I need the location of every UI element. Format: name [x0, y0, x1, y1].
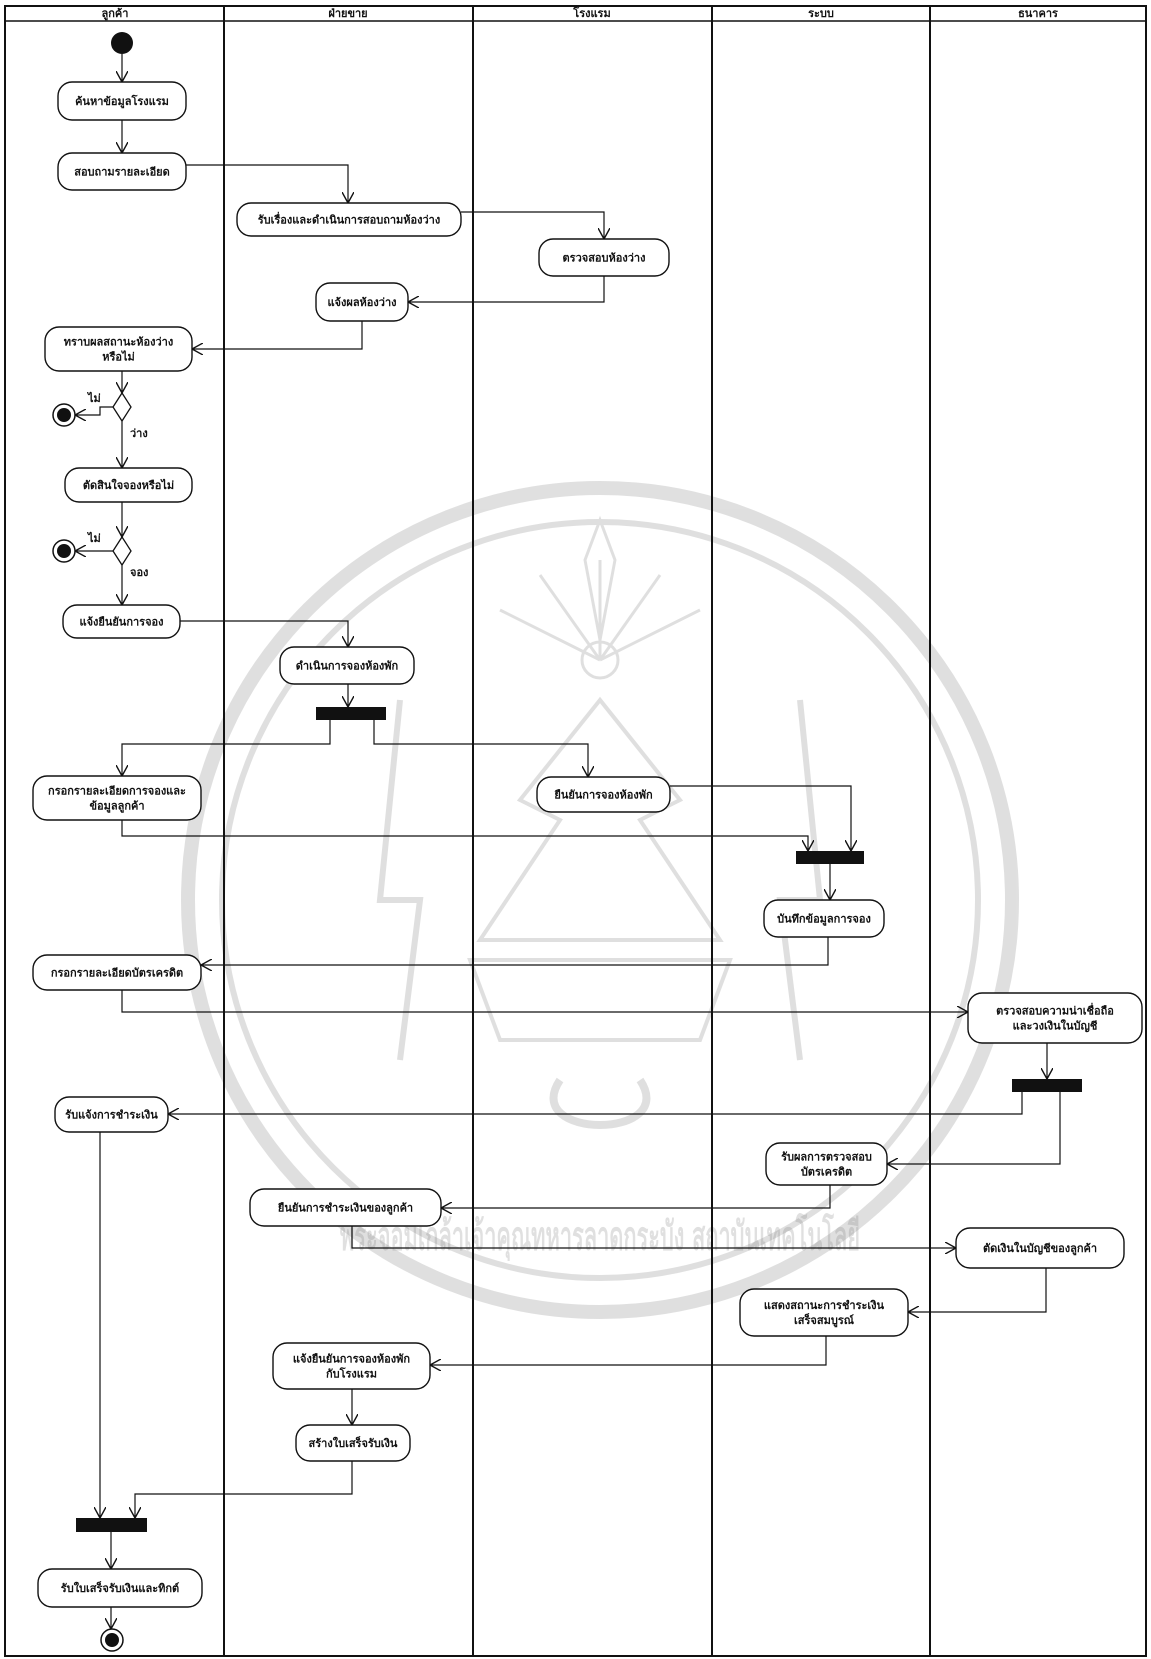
activity-a18: ตัดเงินในบัญชีของลูกค้า	[955, 1227, 1125, 1269]
control-flow-arrow	[192, 321, 363, 349]
activity-label: ข้อมูลลูกค้า	[89, 800, 144, 814]
activity-label: ตรวจสอบห้องว่าง	[563, 252, 646, 265]
control-flow-arrow	[201, 937, 829, 965]
activity-label: กรอกรายละเอียดการจองและ	[48, 785, 186, 798]
control-flow-arrow	[441, 1185, 831, 1208]
activity-label: รับแจ้งการชำระเงิน	[65, 1109, 158, 1122]
activity-a2: สอบถามรายละเอียด	[57, 152, 187, 191]
activity-a5: แจ้งผลห้องว่าง	[315, 282, 409, 322]
activity-a11: ยืนยันการจองห้องพัก	[536, 776, 671, 813]
activity-label: ดำเนินการจองห้องพัก	[296, 660, 399, 673]
activity-label: บัตรเครดิต	[801, 1166, 852, 1179]
guard-label-available: ว่าง	[130, 427, 148, 440]
control-flow-arrow	[75, 406, 113, 415]
activity-label: กับโรงแรม	[326, 1367, 377, 1381]
control-flow-arrow	[670, 785, 851, 851]
join-bar-1	[796, 851, 864, 864]
control-flow-arrow	[887, 1092, 1061, 1164]
control-flow-arrow	[373, 720, 588, 777]
lane-header-hotel: โรงแรม	[572, 6, 610, 20]
lane-header-system: ระบบ	[808, 7, 834, 20]
control-flows	[75, 54, 1061, 1629]
start-node	[111, 32, 133, 54]
guard-label-no-2: ไม่	[86, 531, 101, 545]
activity-label: เสร็จสมบูรณ์	[794, 1313, 855, 1328]
activity-label: รับใบเสร็จรับเงินและทิกต์	[61, 1581, 179, 1595]
fork-bar-2	[1012, 1079, 1082, 1092]
activity-label: แจ้งยืนยันการจอง	[79, 616, 163, 629]
lane-header-bank: ธนาคาร	[1018, 7, 1058, 20]
control-flow-arrow	[180, 620, 348, 647]
activity-label: ยืนยันการจองห้องพัก	[554, 789, 653, 802]
watermark-seal	[181, 481, 1019, 1319]
final-node-1	[52, 403, 76, 427]
activity-label: ตัดสินใจจองหรือไม่	[83, 478, 174, 492]
activity-a12: บันทึกข้อมูลการจอง	[763, 899, 885, 938]
control-flow-arrow	[908, 1268, 1047, 1312]
control-flow-arrow	[121, 820, 808, 851]
activity-label: หรือไม่	[102, 350, 135, 364]
join-bar-2	[76, 1518, 147, 1532]
decision-confirm-booking	[112, 535, 132, 567]
control-flow-arrow	[461, 211, 604, 239]
activity-label: บันทึกข้อมูลการจอง	[777, 913, 871, 927]
activity-a13: กรอกรายละเอียดบัตรเครดิต	[32, 954, 202, 991]
control-flow-arrow	[408, 276, 605, 302]
decision-room-available	[112, 391, 132, 423]
control-flow-arrow	[122, 720, 331, 776]
activity-label: ตรวจสอบความน่าเชื่อถือ	[996, 1003, 1114, 1018]
activity-label: สอบถามรายละเอียด	[74, 166, 170, 179]
control-flow-arrow	[351, 1226, 956, 1248]
lane-dividers	[223, 6, 931, 1656]
activity-label: และวงเงินในบัญชี	[1013, 1019, 1098, 1033]
activity-label: ทราบผลสถานะห้องว่าง	[64, 336, 173, 349]
lane-header-customer: ลูกค้า	[102, 7, 129, 21]
activity-a22: รับใบเสร็จรับเงินและทิกต์	[37, 1568, 203, 1608]
activity-label: รับเรื่องและดำเนินการสอบถามห้องว่าง	[258, 212, 440, 227]
fork-bar-1	[316, 707, 386, 720]
activity-label: ยืนยันการชำระเงินของลูกค้า	[277, 1202, 413, 1216]
activity-label: กรอกรายละเอียดบัตรเครดิต	[51, 967, 183, 980]
final-node-2	[52, 539, 76, 563]
activity-a20: แจ้งยืนยันการจองห้องพักกับโรงแรม	[272, 1342, 431, 1390]
activity-label: แสดงสถานะการชำระเงิน	[764, 1299, 885, 1312]
control-flow-arrow	[430, 1336, 827, 1365]
activity-a21: สร้างใบเสร็จรับเงิน	[295, 1424, 411, 1462]
control-flow-arrow	[186, 164, 348, 203]
activity-a9: ดำเนินการจองห้องพัก	[279, 646, 415, 685]
activity-label: สร้างใบเสร็จรับเงิน	[309, 1436, 398, 1450]
guard-label-no-1: ไม่	[86, 391, 101, 405]
activity-label: ตัดเงินในบัญชีของลูกค้า	[983, 1241, 1097, 1256]
activity-nodes: ค้นหาข้อมูลโรงแรมสอบถามรายละเอียดรับเรื่…	[32, 81, 1143, 1608]
final-node-3	[100, 1628, 124, 1652]
activity-a8: แจ้งยืนยันการจอง	[62, 604, 181, 639]
activity-a7: ตัดสินใจจองหรือไม่	[64, 467, 193, 503]
activity-a15: รับแจ้งการชำระเงิน	[54, 1096, 169, 1133]
lane-header-sales: ฝ่ายขาย	[328, 7, 367, 20]
activity-label: ค้นหาข้อมูลโรงแรม	[75, 94, 169, 109]
guard-label-book: จอง	[130, 566, 148, 579]
control-flow-arrow	[121, 990, 968, 1012]
control-flow-arrow	[135, 1461, 353, 1518]
activity-a1: ค้นหาข้อมูลโรงแรม	[57, 81, 187, 121]
activity-a3: รับเรื่องและดำเนินการสอบถามห้องว่าง	[236, 202, 462, 237]
diagram-frame	[4, 5, 1147, 1657]
activity-label: แจ้งผลห้องว่าง	[327, 296, 396, 309]
control-flow-arrow	[168, 1092, 1023, 1114]
activity-label: รับผลการตรวจสอบ	[781, 1151, 872, 1164]
activity-label: แจ้งยืนยันการจองห้องพัก	[293, 1353, 410, 1366]
activity-a4: ตรวจสอบห้องว่าง	[538, 238, 670, 277]
activity-a17: ยืนยันการชำระเงินของลูกค้า	[249, 1188, 442, 1227]
